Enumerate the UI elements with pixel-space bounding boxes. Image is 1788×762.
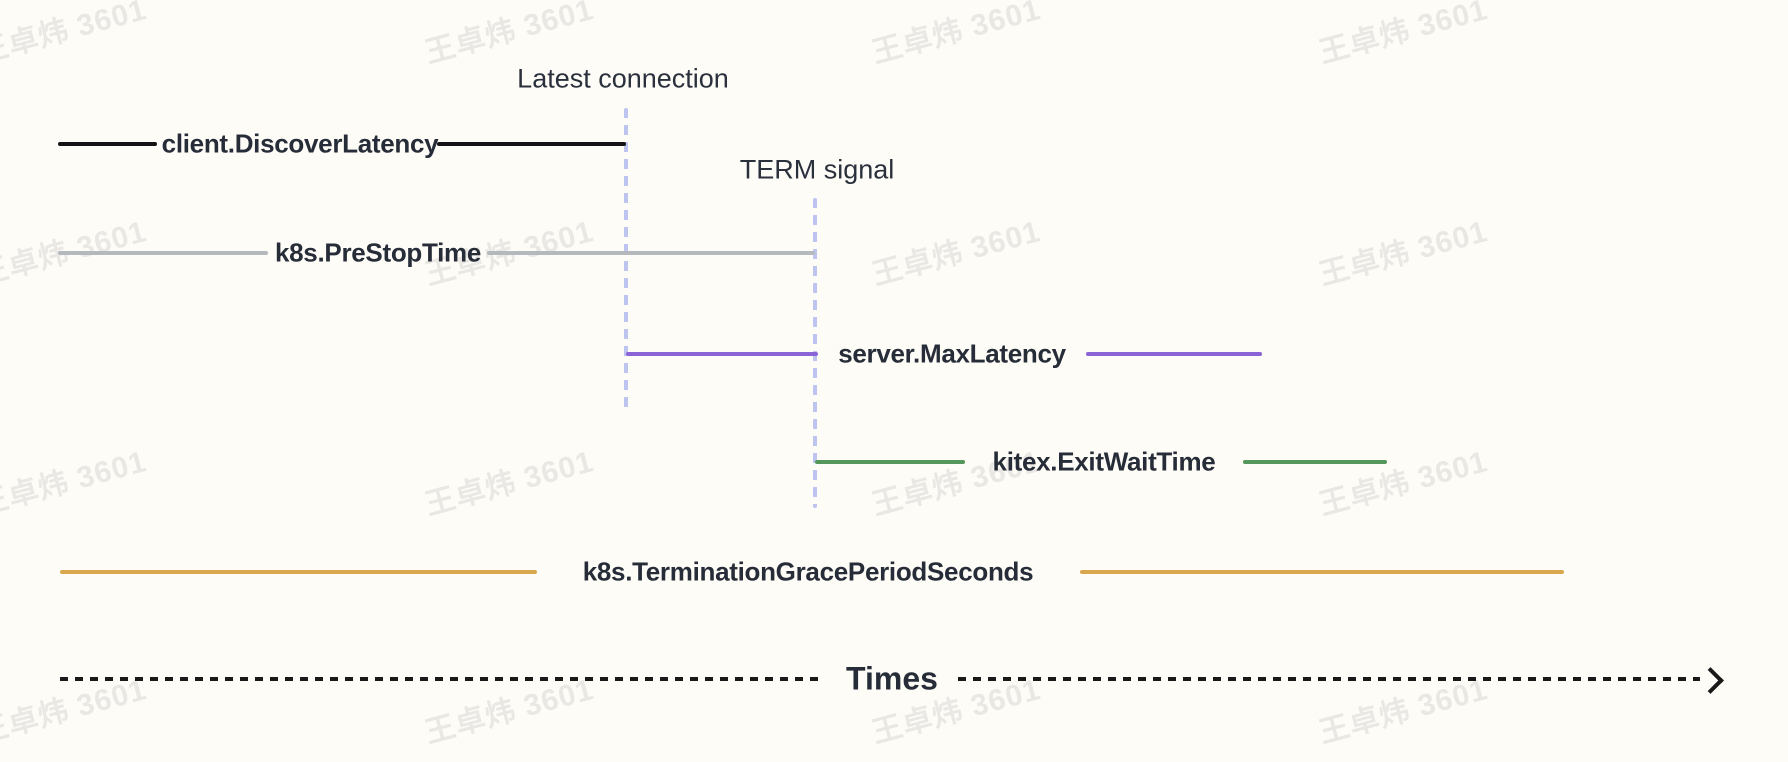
- watermark-text: 王卓炜 3601: [1315, 215, 1492, 292]
- time-axis-dotted-line: [60, 677, 825, 681]
- annotation-label-latest-connection: Latest connection: [517, 63, 729, 94]
- timeline-row-client-discover-latency: client.DiscoverLatency: [0, 129, 1788, 159]
- line-segment: [1080, 570, 1564, 574]
- line-segment: [626, 352, 818, 356]
- timeline-row-kitex-exitwaittime: kitex.ExitWaitTime: [0, 447, 1788, 477]
- dashed-vertical-line-latest-connection: [624, 108, 628, 412]
- time-axis: Times: [0, 661, 1788, 697]
- watermark-text: 王卓炜 3601: [0, 445, 151, 522]
- line-segment: [58, 142, 157, 146]
- line-segment: [815, 460, 965, 464]
- annotation-label-term-signal: TERM signal: [739, 154, 895, 185]
- watermark-text: 王卓炜 3601: [868, 0, 1045, 70]
- arrow-head-icon: [1697, 667, 1724, 694]
- line-segment: [58, 251, 268, 255]
- timeline-row-label: k8s.PreStopTime: [274, 237, 482, 268]
- timeline-row-server-maxlatency: server.MaxLatency: [0, 339, 1788, 369]
- timeline-row-label: k8s.TerminationGracePeriodSeconds: [582, 556, 1034, 587]
- watermark-text: 王卓炜 3601: [1315, 0, 1492, 70]
- line-segment: [487, 251, 815, 255]
- line-segment: [437, 142, 626, 146]
- watermark-text: 王卓炜 3601: [421, 445, 598, 522]
- line-segment: [1086, 352, 1262, 356]
- timeline-row-label: kitex.ExitWaitTime: [992, 446, 1216, 477]
- timeline-row-k8s-terminationgraceperiodseconds: k8s.TerminationGracePeriodSeconds: [0, 557, 1788, 587]
- watermark-text: 王卓炜 3601: [1315, 445, 1492, 522]
- time-axis-dotted-line: [958, 677, 1700, 681]
- watermark-text: 王卓炜 3601: [868, 215, 1045, 292]
- line-segment: [60, 570, 537, 574]
- watermark-text: 王卓炜 3601: [0, 0, 151, 70]
- watermark-text: 王卓炜 3601: [421, 0, 598, 70]
- timeline-row-label: server.MaxLatency: [838, 338, 1066, 369]
- time-axis-label: Times: [846, 660, 938, 697]
- timeline-row-label: client.DiscoverLatency: [161, 128, 439, 159]
- line-segment: [1243, 460, 1387, 464]
- timeline-row-k8s-prestoptime: k8s.PreStopTime: [0, 238, 1788, 268]
- watermark-text: 王卓炜 3601: [0, 215, 151, 292]
